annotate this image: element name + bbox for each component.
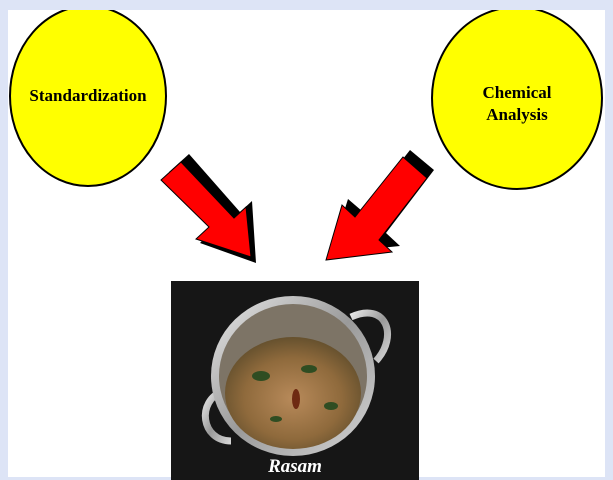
chemical-analysis-circle — [431, 10, 603, 190]
diagram-canvas: Standardization Chemical Analysis — [8, 10, 605, 480]
rasam-pot-illustration — [171, 281, 419, 480]
diagram-graphics — [9, 10, 603, 263]
rasam-photo: Rasam — [171, 281, 419, 480]
photo-caption: Rasam — [268, 456, 322, 477]
standardization-label: Standardization — [29, 86, 147, 105]
right-arrow — [325, 156, 428, 261]
pot-handle-right — [349, 309, 391, 364]
standardization-circle — [9, 10, 167, 187]
left-arrow — [160, 161, 252, 258]
chemical-analysis-label: Chemical Analysis — [482, 83, 552, 124]
